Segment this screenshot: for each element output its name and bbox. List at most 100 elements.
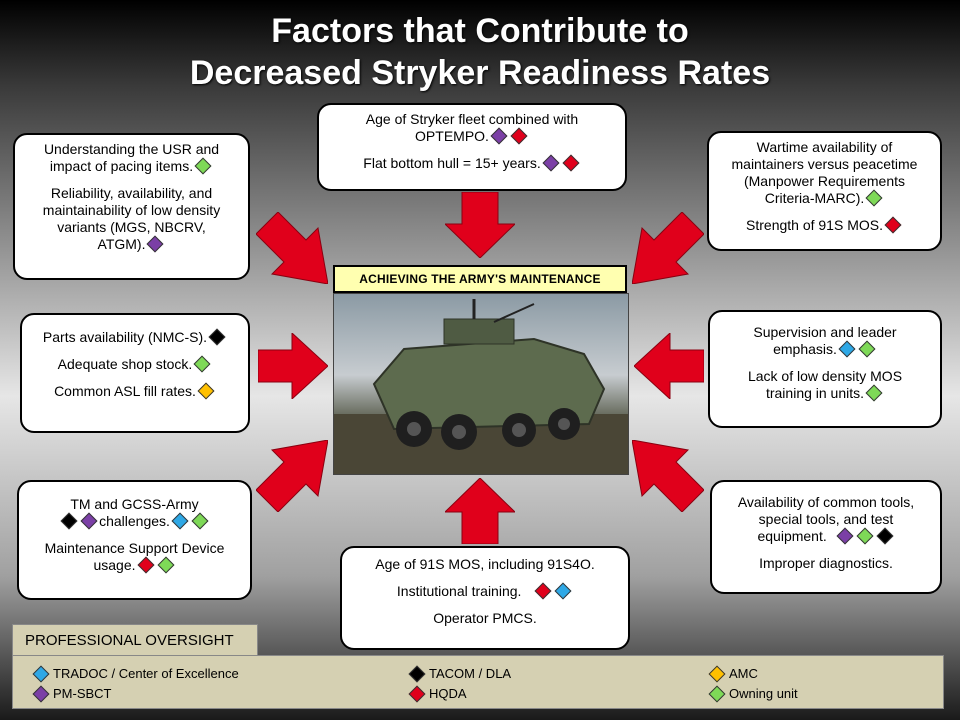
factor-box-usr-reliability: Understanding the USR and impact of paci… [13,133,250,280]
owning-unit-diamond-icon [865,189,883,207]
legend-label: PM-SBCT [53,686,112,701]
owning-unit-diamond-icon [191,512,209,530]
amc-diamond-icon [708,665,726,683]
text: Flat bottom hull = 15+ years. [363,155,541,171]
text: equipment. [757,528,827,544]
text: Reliability, availability, and [50,185,213,201]
legend-label: AMC [729,666,758,681]
tradoc-diamond-icon [554,582,572,600]
factor-box-supervision: Supervision and leader emphasis. Lack of… [708,310,942,428]
legend-item-amc: AMC [707,665,758,683]
text: (Manpower Requirements [743,173,906,189]
hqda-diamond-icon [408,685,426,703]
factor-box-fleet-age: Age of Stryker fleet combined with OPTEM… [317,103,627,191]
hqda-diamond-icon [137,556,155,574]
line-with-markers: ATGM). [23,235,240,253]
text: emphasis. [773,341,837,357]
text: special tools, and test [758,511,894,527]
legend-label: Owning unit [729,686,798,701]
line-with-markers: Strength of 91S MOS. [717,216,932,234]
line-with-markers: challenges. [27,512,242,530]
text: challenges. [99,513,170,529]
text: Lack of low density MOS [747,368,903,384]
owning-unit-diamond-icon [193,355,211,373]
text: Operator PMCS. [433,610,537,626]
line-with-markers: Institutional training. [350,582,620,600]
arrow-down-left-icon [632,212,704,284]
arrow-up-icon [445,478,515,544]
arrow-up-right-icon [256,440,328,512]
arrow-down-right-icon [256,212,328,284]
legend-label: TACOM / DLA [429,666,512,681]
line-with-markers: training in units. [718,384,932,402]
factor-box-tm-gcss: TM and GCSS-Army challenges. Maintenance… [17,480,252,600]
pm-sbct-diamond-icon [836,527,854,545]
pm-sbct-diamond-icon [542,154,560,172]
factor-box-91s-mos: Age of 91S MOS, including 91S4O. Institu… [340,546,630,650]
text: Understanding the USR and [43,141,220,157]
title-line-2: Decreased Stryker Readiness Rates [189,54,771,92]
tacom-dla-diamond-icon [876,527,894,545]
text: Adequate shop stock. [57,356,193,372]
text: TM and GCSS-Army [70,496,199,512]
text: Wartime availability of [756,139,893,155]
line-with-markers: impact of pacing items. [23,157,240,175]
text: Institutional training. [396,583,522,599]
legend-item-tradoc: TRADOC / Center of Excellence [31,665,239,683]
legend-item-hqda: HQDA [407,685,467,703]
text: Criteria-MARC). [764,190,865,206]
amc-diamond-icon [197,382,215,400]
line-with-markers: emphasis. [718,340,932,358]
arrow-left-icon [634,333,704,399]
tacom-dla-diamond-icon [408,665,426,683]
line-with-markers: Parts availability (NMC-S). [30,328,240,346]
text: Availability of common tools, [737,494,915,510]
text: Age of Stryker fleet combined with [365,111,579,127]
arrow-down-icon [445,192,515,258]
title-line-1: Factors that Contribute to [271,12,689,50]
pm-sbct-diamond-icon [80,512,98,530]
tacom-dla-diamond-icon [60,512,78,530]
line-with-markers: usage. [27,556,242,574]
text: Age of 91S MOS, including 91S4O. [375,556,595,572]
owning-unit-diamond-icon [157,556,175,574]
legend-item-pm-sbct: PM-SBCT [31,685,112,703]
tradoc-diamond-icon [838,340,856,358]
text: Common ASL fill rates. [54,383,196,399]
arrow-right-icon [258,333,328,399]
legend: TRADOC / Center of Excellence PM-SBCT TA… [12,655,944,709]
text: variants (MGS, NBCRV, [57,219,206,235]
tradoc-diamond-icon [32,665,50,683]
hqda-diamond-icon [562,154,580,172]
text: Supervision and leader [753,324,897,340]
line-with-markers: Flat bottom hull = 15+ years. [327,154,617,172]
text: usage. [93,557,136,573]
legend-label: HQDA [429,686,467,701]
hqda-diamond-icon [534,582,552,600]
legend-item-owning-unit: Owning unit [707,685,798,703]
line-with-markers: OPTEMPO. [327,127,617,145]
owning-unit-diamond-icon [708,685,726,703]
text: Parts availability (NMC-S). [42,329,208,345]
owning-unit-diamond-icon [858,340,876,358]
text: maintainers versus peacetime [731,156,918,172]
line-with-markers: Criteria-MARC). [717,189,932,207]
stryker-vehicle-image [333,293,629,475]
text: OPTEMPO. [415,128,489,144]
line-with-markers: Adequate shop stock. [30,355,240,373]
pm-sbct-diamond-icon [490,127,508,145]
line-with-markers: Common ASL fill rates. [30,382,240,400]
text: impact of pacing items. [49,158,194,174]
pm-sbct-diamond-icon [32,685,50,703]
line-with-markers: equipment. [720,527,932,545]
factor-box-maintainer-availability: Wartime availability of maintainers vers… [707,131,942,251]
text: training in units. [765,385,865,401]
legend-label: TRADOC / Center of Excellence [53,666,239,681]
tradoc-diamond-icon [171,512,189,530]
stryker-vehicle-icon [334,299,628,474]
owning-unit-diamond-icon [856,527,874,545]
text: Improper diagnostics. [759,555,893,571]
owning-unit-diamond-icon [865,384,883,402]
text: Strength of 91S MOS. [746,217,883,233]
center-banner: ACHIEVING THE ARMY'S MAINTENANCE STANDAR… [333,265,627,310]
